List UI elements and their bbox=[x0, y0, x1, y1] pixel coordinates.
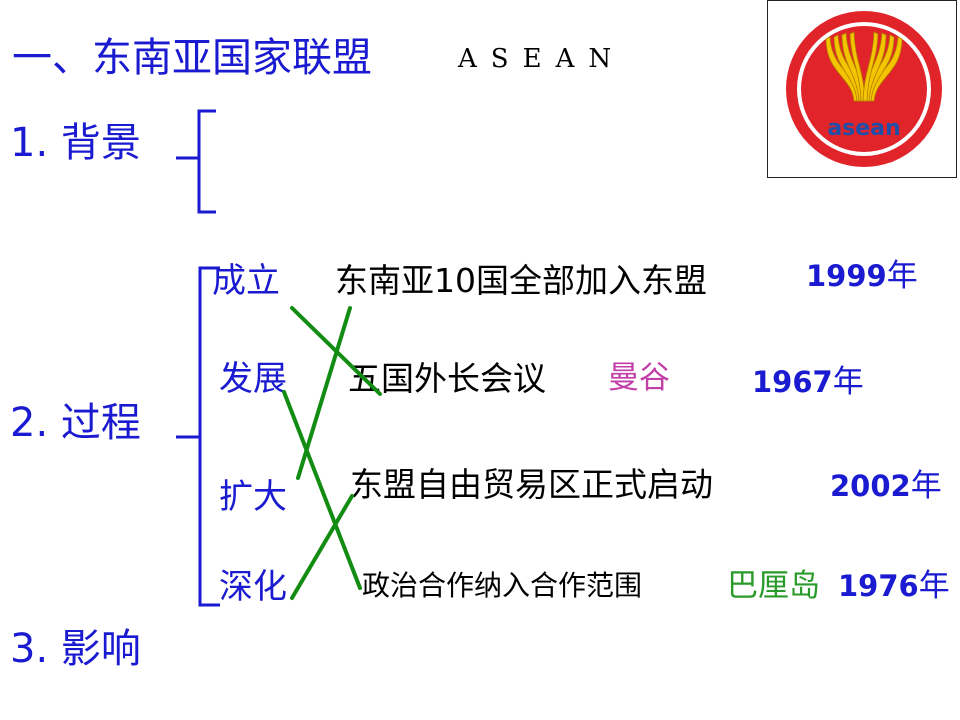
event-row-2: 五国外长会议 bbox=[348, 359, 546, 398]
rice-stalks-icon bbox=[825, 31, 903, 102]
section-background: 1. 背景 bbox=[10, 120, 141, 166]
year-row-3: 2002年 bbox=[830, 466, 942, 506]
section-impact: 3. 影响 bbox=[10, 626, 141, 672]
connector-line bbox=[290, 494, 354, 600]
year-unit: 年 bbox=[886, 258, 918, 294]
page-title: 一、东南亚国家联盟 bbox=[12, 35, 372, 81]
year-number: 1976 bbox=[838, 569, 919, 603]
year-row-1: 1999年 bbox=[806, 256, 918, 296]
year-number: 2002 bbox=[830, 469, 911, 503]
year-unit: 年 bbox=[918, 568, 950, 604]
section-process: 2. 过程 bbox=[10, 400, 141, 446]
asean-logo: asean bbox=[786, 11, 942, 167]
event-row-4: 政治合作纳入合作范围 bbox=[362, 569, 643, 602]
year-number: 1967 bbox=[752, 365, 833, 399]
title-latin: ASEAN bbox=[458, 44, 626, 74]
logo-wordmark: asean bbox=[827, 116, 900, 141]
year-number: 1999 bbox=[806, 259, 887, 293]
connector-line bbox=[282, 390, 362, 590]
place-bangkok: 曼谷 bbox=[608, 360, 670, 396]
place-bali: 巴厘岛 bbox=[727, 568, 820, 604]
year-unit: 年 bbox=[832, 364, 864, 400]
bracket-background bbox=[176, 109, 216, 214]
stage-founding: 成立 bbox=[212, 261, 280, 301]
bracket-process bbox=[176, 266, 220, 607]
stage-deepening: 深化 bbox=[219, 567, 287, 607]
asean-logo-frame: asean bbox=[767, 0, 957, 178]
stage-development: 发展 bbox=[219, 359, 287, 399]
year-row-2: 1967年 bbox=[752, 362, 864, 402]
event-row-1: 东南亚10国全部加入东盟 bbox=[335, 261, 707, 300]
stage-expansion: 扩大 bbox=[219, 477, 287, 517]
year-row-4: 1976年 bbox=[838, 566, 950, 606]
event-row-3: 东盟自由贸易区正式启动 bbox=[350, 465, 713, 504]
year-unit: 年 bbox=[910, 468, 942, 504]
connector-lines bbox=[282, 306, 382, 600]
